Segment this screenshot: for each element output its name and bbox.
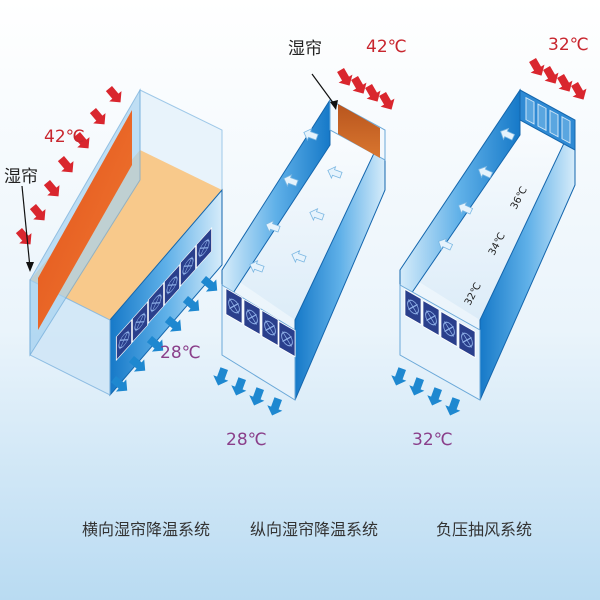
- pad-label: 湿帘: [288, 39, 322, 59]
- panel-transverse-wet-curtain: 湿帘 42℃ 28℃ 横向湿帘降温系统: [4, 83, 223, 539]
- pad-pointer-arrowhead: [26, 262, 34, 272]
- panel-caption: 纵向湿帘降温系统: [250, 520, 378, 539]
- wet-pad: [338, 104, 380, 158]
- panel-caption: 横向湿帘降温系统: [82, 520, 210, 539]
- outlet-temp-label: 28℃: [160, 343, 201, 363]
- air-inlet-vents: [525, 96, 571, 144]
- pad-label: 湿帘: [4, 167, 38, 187]
- panel-caption: 负压抽风系统: [436, 520, 532, 539]
- wet-pad: [38, 110, 132, 330]
- panel-longitudinal-wet-curtain: 湿帘 42℃ 28℃ 纵向湿帘降温系统: [210, 37, 407, 539]
- pad-pointer-line: [21, 185, 31, 269]
- inlet-temp-label: 42℃: [366, 37, 407, 57]
- inlet-temp-label: 32℃: [548, 35, 589, 55]
- pad-pointer-arrowhead: [330, 100, 338, 110]
- panel-negative-pressure-exhaust: 32℃ 32℃ 34℃ 36℃ 32℃ 负压抽风系统: [388, 35, 591, 539]
- building-floor: [222, 100, 385, 320]
- building-floor: [400, 90, 575, 320]
- outlet-temp-label: 32℃: [412, 430, 453, 450]
- pad-pointer-line: [311, 73, 335, 105]
- inlet-temp-label: 42℃: [44, 127, 85, 147]
- outlet-temp-label: 28℃: [226, 430, 267, 450]
